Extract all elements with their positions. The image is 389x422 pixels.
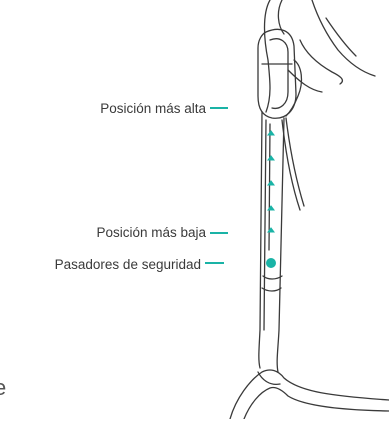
label-highest-position: Posición más alta [100, 101, 206, 116]
seat-frame-line [263, 0, 271, 113]
strap-line [285, 117, 305, 207]
strap-line [281, 119, 301, 211]
cropped-text-fragment: ) [0, 399, 1, 421]
seat-frame-line [325, 17, 357, 57]
height-position-marker [267, 180, 275, 186]
leg-tube-outline [276, 117, 285, 373]
safety-pin-marker [266, 258, 276, 268]
label-lowest-position: Posición más baja [96, 225, 206, 240]
hinge-block [269, 38, 289, 110]
leg-tube-outline [258, 111, 263, 369]
seat-frame-line [311, 0, 376, 77]
leg-tube-inner [263, 119, 267, 331]
height-position-marker [267, 205, 275, 211]
height-position-marker [267, 227, 275, 233]
base-foot [257, 371, 281, 386]
hinge-block [285, 59, 303, 117]
seat-frame-line [277, 0, 285, 35]
height-position-marker [267, 130, 275, 136]
leg-joint [262, 275, 283, 280]
hinge-block [257, 28, 297, 119]
base-foot [243, 386, 389, 419]
seat-frame-line [299, 39, 344, 85]
height-position-marker [267, 155, 275, 161]
leg-tube-inner [268, 123, 271, 251]
label-safety-pins: Pasadores de seguridad [54, 257, 201, 272]
cropped-text-fragment: e [0, 375, 7, 400]
leg-joint [261, 287, 282, 292]
seat-frame-line [287, 69, 323, 93]
base-foot [229, 369, 389, 419]
